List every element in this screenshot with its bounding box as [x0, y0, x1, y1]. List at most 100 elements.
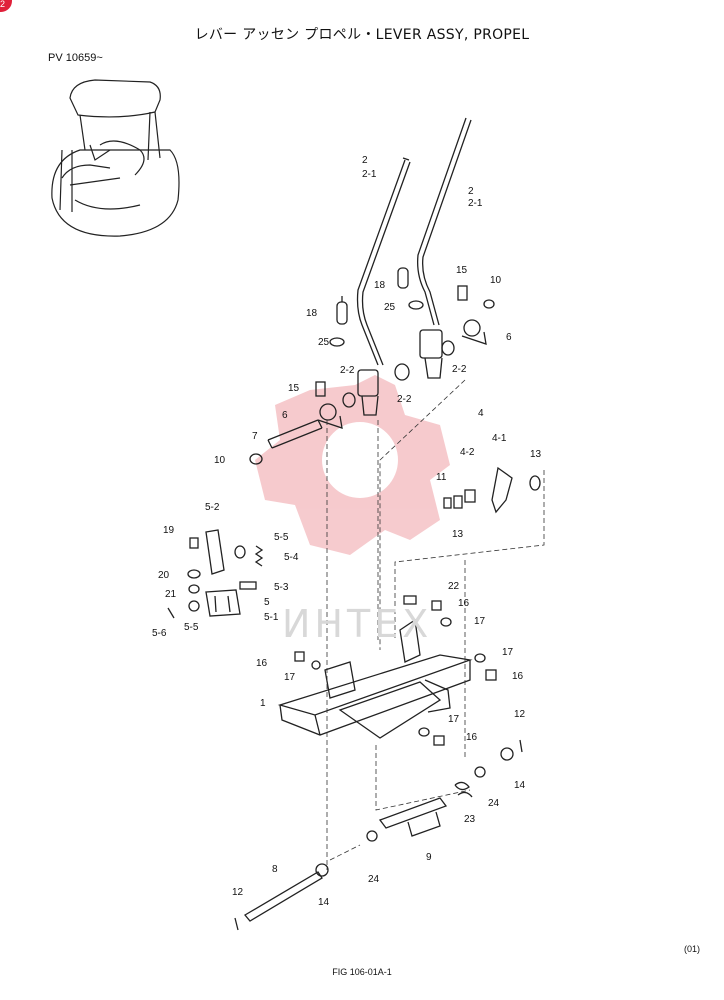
part-callout: 16: [466, 732, 478, 743]
nut-10-left: [249, 453, 263, 465]
part-callout: 25: [318, 337, 330, 348]
bolt-16-d: [433, 735, 445, 746]
part-callout: 2: [468, 186, 474, 197]
part-callout: 2-2: [452, 364, 467, 375]
part-callout: 16: [256, 658, 268, 669]
part-callout: 7: [252, 431, 258, 442]
part-callout: 4-2: [460, 447, 475, 458]
pin-11: [443, 497, 452, 509]
nut-10-right: [483, 299, 495, 309]
part-callout: 6: [282, 410, 288, 421]
assembly-leader-lines: [326, 379, 545, 870]
washer-21: [188, 584, 200, 594]
cab-inset-illustration: [51, 79, 180, 237]
cotter-5-6: [167, 607, 175, 619]
propel-lever-left: [356, 157, 411, 366]
block-4-2: [464, 489, 476, 503]
pin-8: [244, 871, 323, 922]
link-assy-4-1: [491, 466, 513, 514]
washer-14-upper: [500, 747, 514, 761]
cotter-12-upper: [519, 739, 523, 753]
collar-5-5-lower: [188, 600, 200, 612]
part-callout: 2-2: [340, 365, 355, 376]
bolt-19: [189, 537, 199, 549]
washer-17-b: [311, 660, 321, 670]
part-callout: 24: [368, 874, 380, 885]
part-callout: 5-4: [284, 552, 299, 563]
sheet-number: (01): [684, 944, 701, 954]
part-callout: 24: [488, 798, 500, 809]
part-callout: 10: [214, 455, 226, 466]
part-callout: 17: [502, 647, 514, 658]
pillow-block-6-left: [317, 403, 343, 429]
grease-fitting-15-right: [457, 285, 468, 301]
grease-fitting-15-left: [315, 381, 326, 397]
part-callout: 8: [272, 864, 278, 875]
part-callout: 6: [506, 332, 512, 343]
spring-5-4: [254, 545, 264, 567]
part-callout: 14: [318, 897, 330, 908]
part-callout: 2-2: [397, 394, 412, 405]
pad-22: [403, 595, 417, 605]
spacer-13-right: [529, 475, 541, 491]
part-callout: 10: [490, 275, 502, 286]
part-callout: 23: [464, 814, 476, 825]
part-callout: 5-2: [205, 502, 220, 513]
washer-20: [187, 569, 201, 579]
washer-17-d: [418, 727, 430, 737]
bushing-25-left: [329, 337, 345, 347]
part-callout: 12: [514, 709, 526, 720]
bolt-18-left: [336, 296, 348, 325]
spring-23: [454, 781, 473, 798]
bolt-16-a: [431, 600, 442, 611]
part-callout: 17: [284, 672, 296, 683]
part-callout: 18: [306, 308, 318, 319]
lever-base-bracket-right: [419, 329, 443, 379]
part-callout: 14: [514, 780, 526, 791]
shaft-7: [267, 419, 323, 449]
part-callout: 13: [452, 529, 464, 540]
part-callout: 16: [458, 598, 470, 609]
washer-17-a: [440, 617, 452, 627]
part-callout: 4-1: [492, 433, 507, 444]
cotter-12-lower: [234, 917, 239, 931]
watermark-text: ИНТЕХ: [282, 602, 433, 646]
part-callout: 15: [456, 265, 468, 276]
part-callout: 5-3: [274, 582, 289, 593]
part-callout: 9: [426, 852, 432, 863]
pillow-block-6-right: [461, 319, 487, 345]
washer-17-c: [474, 653, 486, 663]
bolt-5-3: [239, 581, 257, 590]
part-callout: 2-1: [468, 198, 483, 209]
bolt-16-c: [485, 669, 497, 681]
part-callout: 17: [474, 616, 486, 627]
part-callout: 21: [165, 589, 177, 600]
washer-24-upper: [474, 766, 486, 778]
part-callout: 1: [260, 698, 266, 709]
part-callout: 2: [362, 155, 368, 166]
collar-5-5-upper: [234, 545, 246, 559]
part-callout: 25: [384, 302, 396, 313]
collar-2-2-c: [441, 340, 455, 356]
part-callout: 4: [478, 408, 484, 419]
link-plate-5-2: [205, 529, 225, 575]
bushing-25-right: [408, 300, 424, 310]
part-callout: 11: [436, 472, 447, 483]
part-callout: 2-1: [362, 169, 377, 180]
part-callouts: 22-122-118151025618252-22-22-215671044-1…: [152, 155, 542, 908]
propel-lever-right: [417, 117, 472, 326]
lever-base-bracket-left: [357, 369, 379, 416]
watermark-logo: [255, 375, 450, 555]
washer-24-lower: [366, 830, 378, 842]
serial-range: PV 10659~: [48, 52, 103, 64]
pedal-lever-9: [378, 797, 448, 837]
part-callout: 15: [288, 383, 300, 394]
part-callout: 5-6: [152, 628, 167, 639]
bolt-16-b: [294, 651, 305, 662]
collar-2-2-a: [342, 392, 356, 408]
part-callout: 5-5: [274, 532, 289, 543]
bolt-18-right: [397, 267, 409, 289]
part-callout: 5: [264, 597, 270, 608]
part-callout: 17: [448, 714, 460, 725]
part-callout: 5-1: [264, 612, 279, 623]
